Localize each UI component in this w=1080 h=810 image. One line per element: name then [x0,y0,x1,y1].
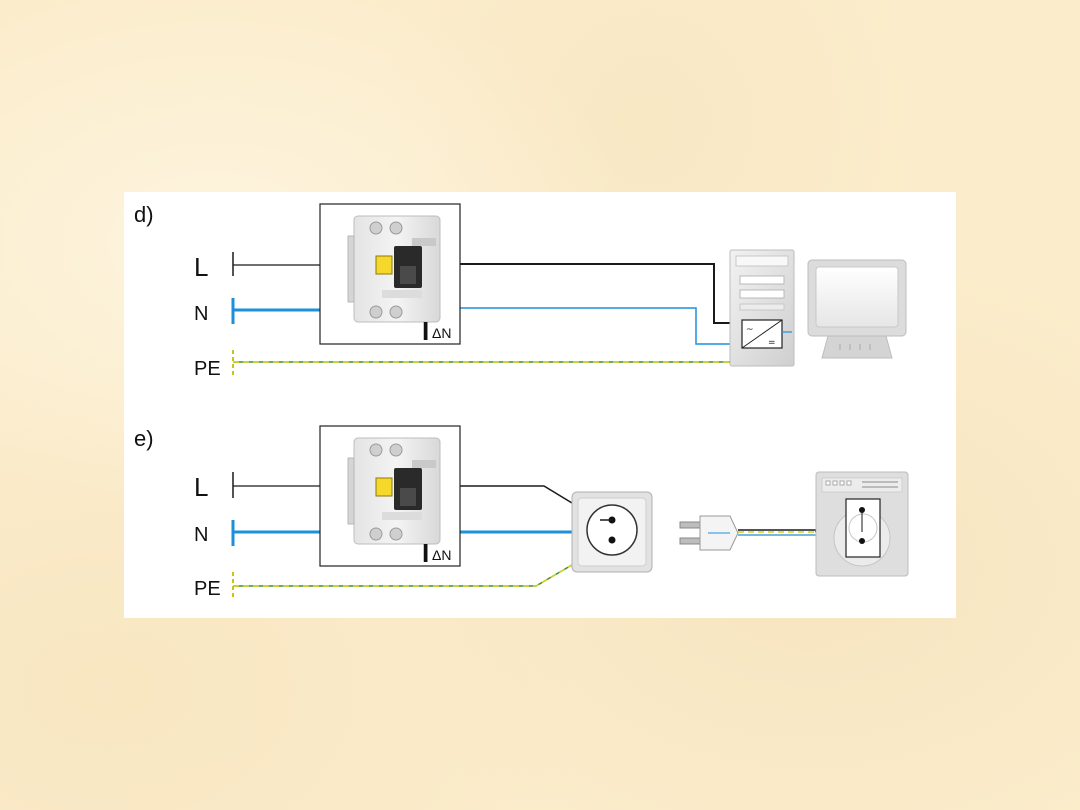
wiring-diagram: d) L N PE I ΔN [134,202,909,600]
plug-icon [679,515,739,551]
line-label-l: L [194,252,208,282]
line-label-n-e: N [194,524,208,546]
l-wire-out [460,263,764,324]
section-d-label: d) [134,202,154,227]
computer-tower-icon: ~ = [729,249,795,367]
wall-socket-icon [571,491,653,573]
washing-machine-icon [815,471,909,577]
rcd-subscript-e: ΔN [432,547,451,563]
rcd-symbol: I [422,316,429,346]
line-label-n: N [194,303,208,325]
svg-text:~: ~ [746,325,754,335]
rcd-breaker-image [347,215,441,323]
rcd-symbol-e: I [422,538,429,568]
section-d: d) L N PE I ΔN [134,202,907,380]
diagram-panel: d) L N PE I ΔN [124,192,956,618]
line-label-pe: PE [194,358,221,380]
svg-text:=: = [768,338,776,348]
line-label-l-e: L [194,472,208,502]
rcd-breaker-image-e [347,437,441,545]
pe-wire-e [233,538,625,587]
section-e: e) L N PE I ΔN [134,425,909,600]
rcd-subscript: ΔN [432,325,451,341]
section-e-label: e) [134,426,154,451]
line-label-pe-e: PE [194,578,221,600]
n-wire-out [460,307,764,345]
monitor-icon [807,259,907,359]
